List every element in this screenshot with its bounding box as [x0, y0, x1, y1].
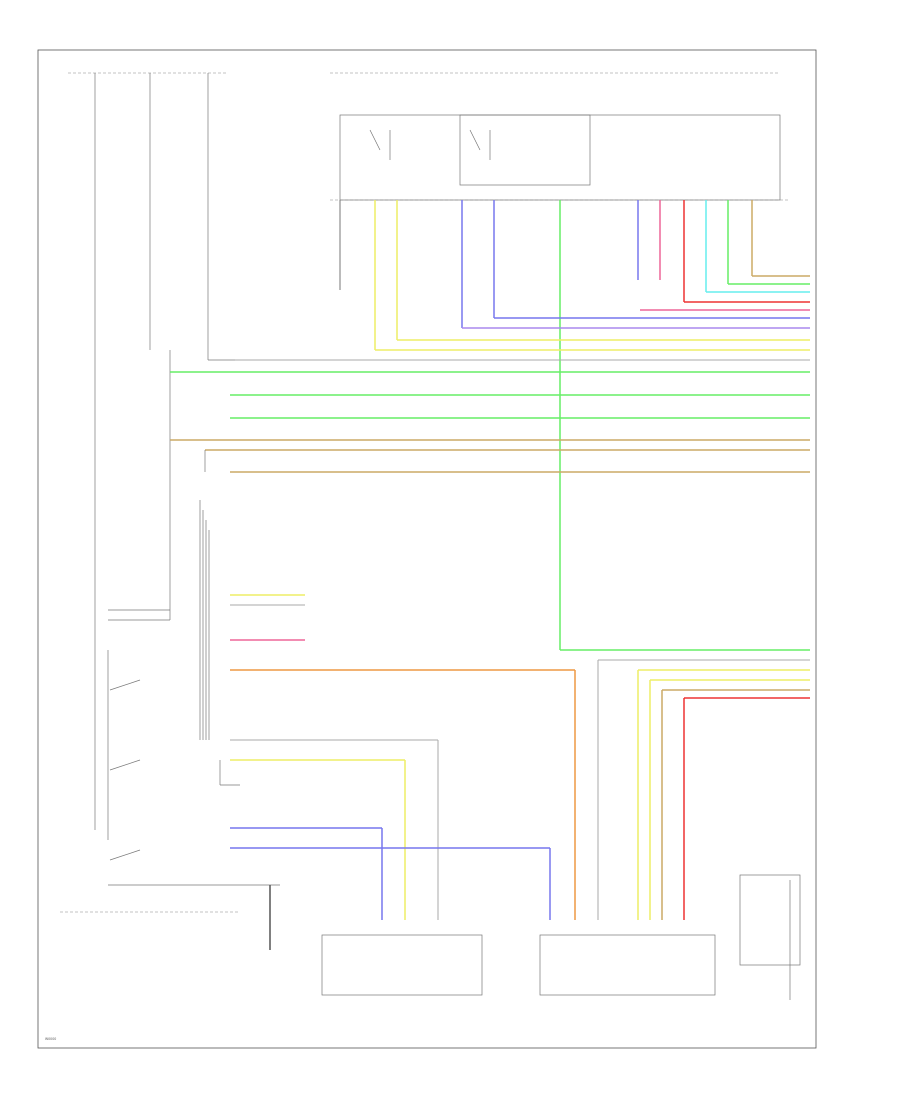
mid-connectors: [230, 594, 576, 920]
diagram-border: [37, 49, 817, 1049]
bottom-modules: [60, 874, 801, 1000]
door-lock-actuator-box: [321, 934, 483, 996]
diagram-code: W0000: [45, 1037, 56, 1041]
switch-contacts: [109, 679, 141, 861]
right-lower-bus: [560, 649, 810, 920]
relay-inner-box: [459, 114, 591, 186]
fuse-headers-left: [68, 72, 235, 830]
left-module-column: [108, 480, 210, 740]
relay-switch-contacts: [369, 129, 491, 160]
control-unit-wires: [169, 350, 810, 480]
lower-left-switches: [107, 650, 439, 920]
harness-bundle: [199, 500, 210, 740]
relay-wire-drops: [339, 200, 753, 650]
switch-module-box: [739, 874, 801, 966]
lower-blue-wires: [108, 827, 551, 950]
right-bus-wires: [235, 275, 810, 361]
tailgate-actuator-box: [539, 934, 716, 996]
